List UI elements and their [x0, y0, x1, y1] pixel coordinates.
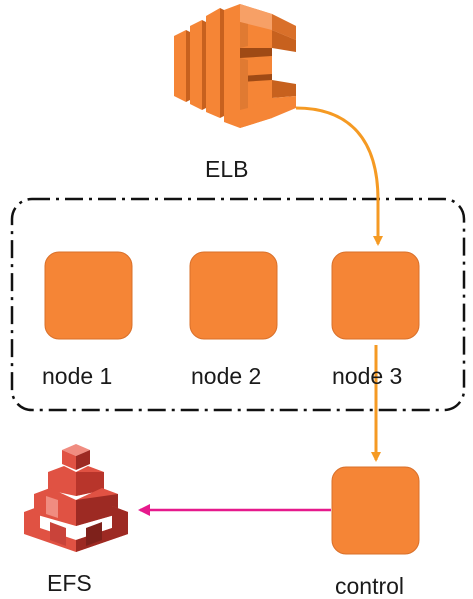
node-3-box	[331, 251, 420, 340]
control-label: control	[335, 573, 405, 599]
cluster-boundary	[10, 197, 466, 412]
node-2-box	[189, 251, 278, 340]
node-2-label: node 2	[191, 363, 262, 389]
control-box	[331, 466, 420, 555]
node-1-box	[44, 251, 133, 340]
elb-to-node3-arrow	[295, 106, 383, 246]
node-3-label: node 3	[332, 363, 403, 389]
node-1-label: node 1	[42, 363, 113, 389]
efs-label: EFS	[47, 570, 92, 596]
efs-icon	[24, 444, 128, 552]
elb-icon	[174, 4, 296, 128]
elb-label: ELB	[205, 156, 249, 182]
